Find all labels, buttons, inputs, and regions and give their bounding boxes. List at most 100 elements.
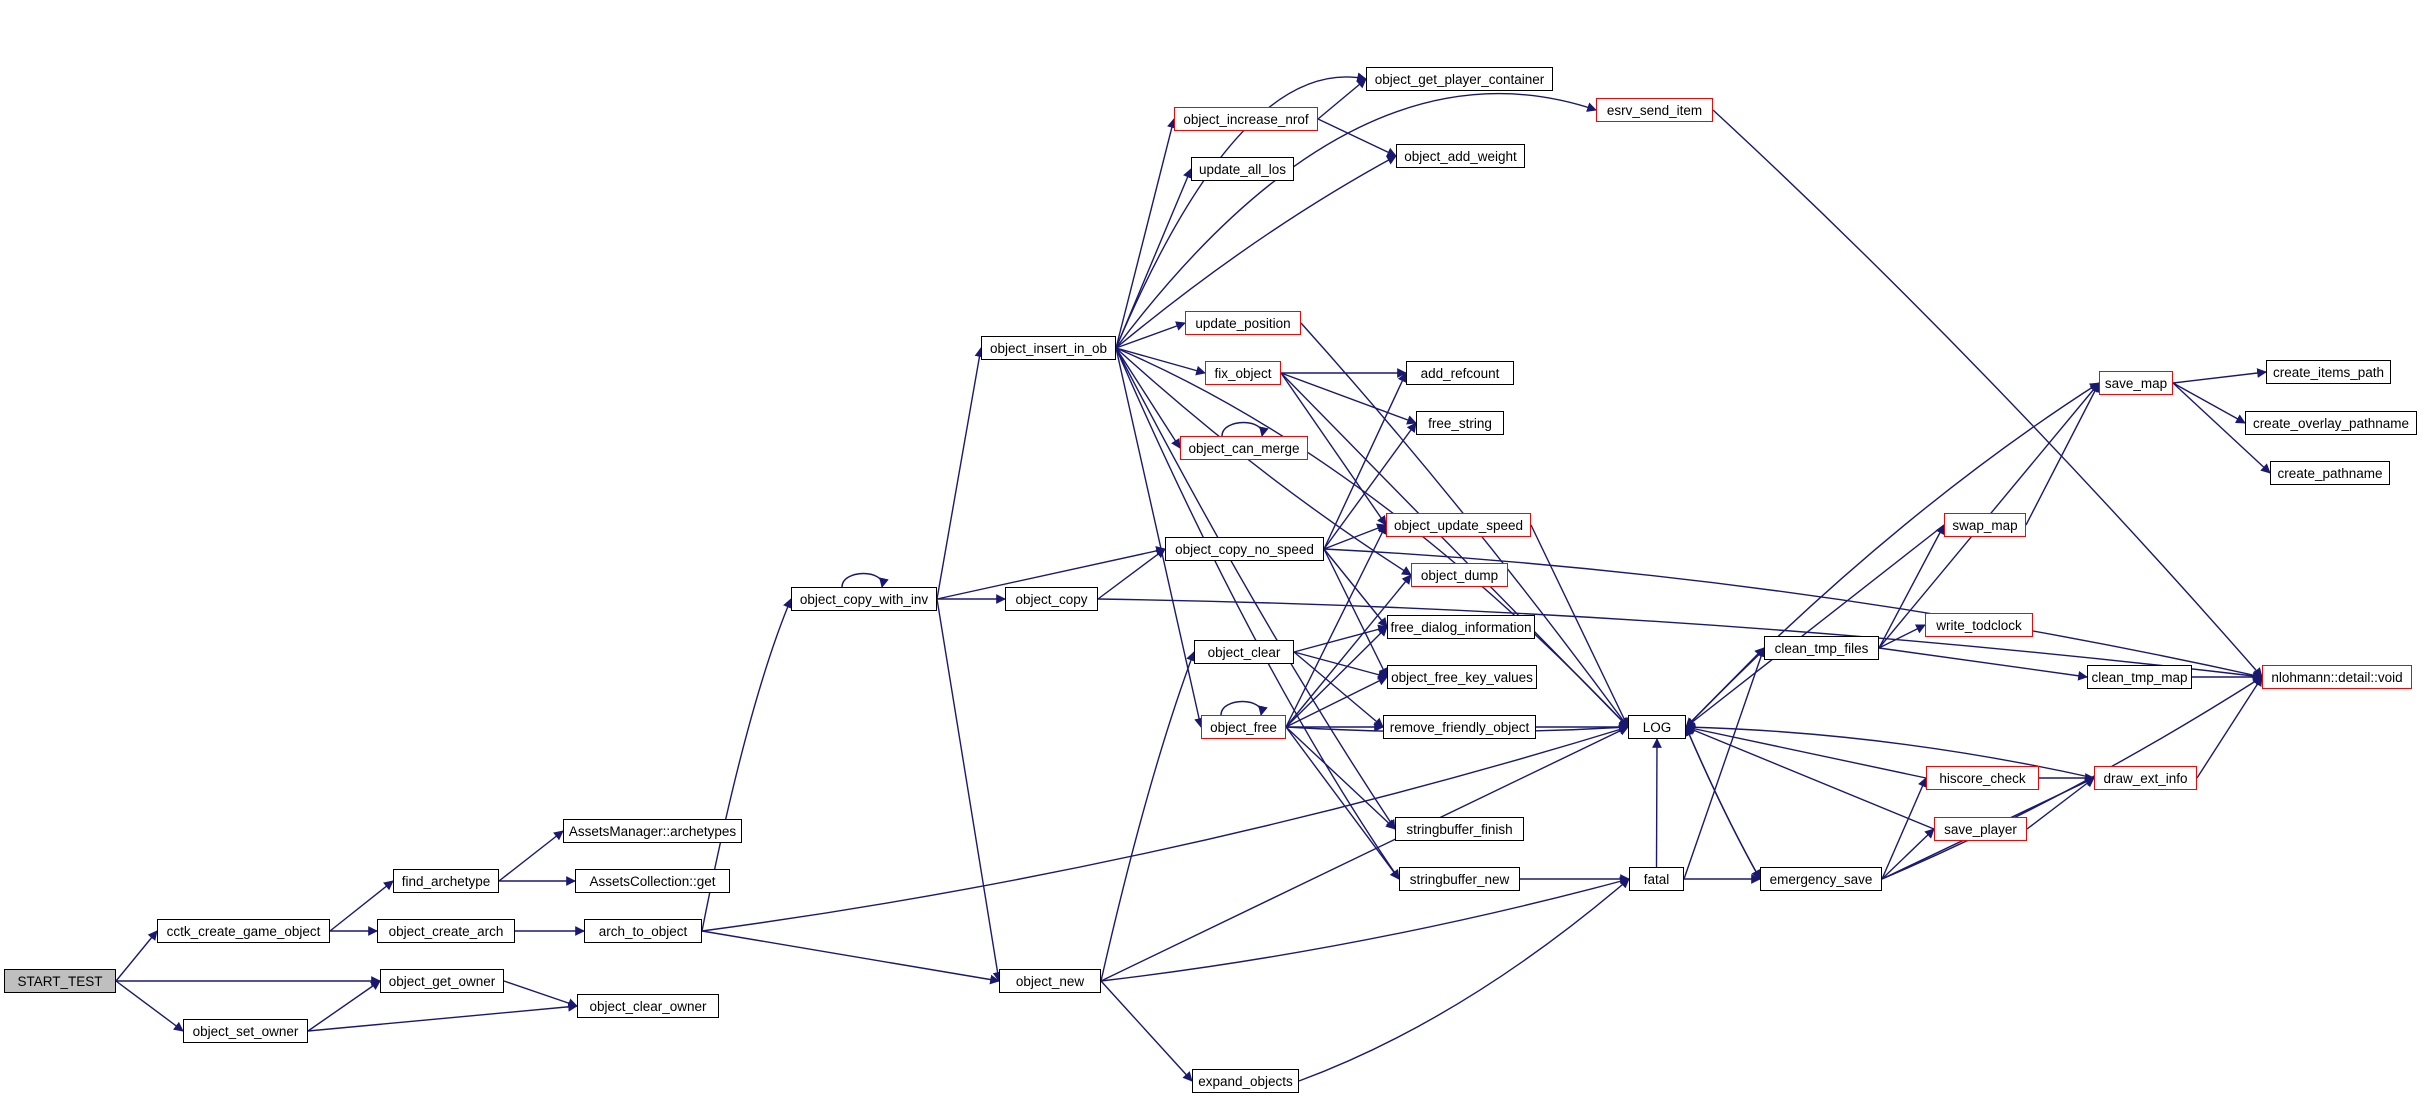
edge-object_copy_with_inv-to-object_insert_in_ob bbox=[936, 347, 985, 600]
node-free-dialog-information[interactable]: free_dialog_information bbox=[1387, 615, 1535, 639]
node-object-set-owner[interactable]: object_set_owner bbox=[183, 1019, 308, 1043]
edge-object_insert_in_ob-to-update_position bbox=[1115, 321, 1186, 349]
edge-object_insert_in_ob-to-object_can_merge bbox=[1115, 347, 1181, 449]
node-expand-objects[interactable]: expand_objects bbox=[1192, 1069, 1299, 1093]
node-assetscollection-get[interactable]: AssetsCollection::get bbox=[575, 869, 730, 893]
node-object-copy-no-speed[interactable]: object_copy_no_speed bbox=[1165, 537, 1324, 561]
edge-emergency_save-to-log bbox=[1684, 726, 1761, 880]
edge-object_free-to-stringbuffer_new bbox=[1285, 726, 1400, 880]
edge-object_can_merge-self-loop bbox=[1221, 421, 1269, 437]
node-object-dump[interactable]: object_dump bbox=[1411, 563, 1508, 587]
edge-object_free-to-object_dump bbox=[1285, 574, 1412, 728]
edge-object_insert_in_ob-to-fix_object bbox=[1115, 347, 1206, 376]
node-object-new[interactable]: object_new bbox=[999, 969, 1101, 993]
node-assetsmanager-archetypes[interactable]: AssetsManager::archetypes bbox=[563, 819, 742, 843]
node-object-add-weight[interactable]: object_add_weight bbox=[1396, 144, 1525, 168]
edge-object_increase_nrof-to-object_add_weight bbox=[1317, 118, 1397, 157]
edge-object_copy_with_inv-to-object_new bbox=[936, 598, 1003, 982]
node-object-update-speed[interactable]: object_update_speed bbox=[1386, 513, 1531, 537]
edge-esrv_send_item-to-nlohmann_detail_void bbox=[1712, 109, 2263, 678]
node-create-pathname[interactable]: create_pathname bbox=[2270, 461, 2390, 485]
edge-object_insert_in_ob-to-update_all_los bbox=[1115, 168, 1193, 349]
node-update-all-los[interactable]: update_all_los bbox=[1191, 157, 1294, 181]
edge-cctk_create_game_object-to-find_archetype bbox=[329, 880, 394, 932]
edge-object_insert_in_ob-to-esrv_send_item bbox=[1115, 92, 1597, 349]
node-object-can-merge[interactable]: object_can_merge bbox=[1180, 436, 1308, 460]
edge-object_free-to-free_dialog_information bbox=[1285, 626, 1388, 728]
node-draw-ext-info[interactable]: draw_ext_info bbox=[2094, 766, 2197, 790]
node-cctk-create-game-object[interactable]: cctk_create_game_object bbox=[157, 919, 330, 943]
node-esrv-send-item[interactable]: esrv_send_item bbox=[1596, 98, 1713, 122]
edge-log-to-save_map bbox=[1685, 382, 2100, 728]
node-object-free-key-values[interactable]: object_free_key_values bbox=[1387, 665, 1537, 689]
node-stringbuffer-new[interactable]: stringbuffer_new bbox=[1399, 867, 1520, 891]
edge-object_new-to-fatal bbox=[1100, 876, 1630, 982]
edge-clean_tmp_files-to-write_todclock bbox=[1878, 624, 1926, 649]
edge-object_insert_in_ob-to-object_add_weight bbox=[1115, 155, 1397, 349]
edge-save_player-to-log bbox=[1685, 725, 1935, 830]
edge-find_archetype-to-assetsmanager_archetypes bbox=[498, 830, 564, 882]
edge-fix_object-to-free_string bbox=[1280, 372, 1417, 425]
node-find-archetype[interactable]: find_archetype bbox=[393, 869, 499, 893]
node-create-overlay-pathname[interactable]: create_overlay_pathname bbox=[2245, 411, 2417, 435]
node-log[interactable]: LOG bbox=[1628, 715, 1686, 739]
node-object-create-arch[interactable]: object_create_arch bbox=[377, 919, 515, 943]
edge-object_insert_in_ob-to-stringbuffer_finish bbox=[1115, 347, 1396, 830]
edge-object_copy_with_inv-to-object_copy_no_speed bbox=[936, 546, 1166, 600]
node-object-copy[interactable]: object_copy bbox=[1005, 587, 1098, 611]
edge-expand_objects-to-fatal bbox=[1298, 878, 1630, 1082]
edge-object_get_owner-to-object_clear_owner bbox=[503, 980, 578, 1008]
node-write-todclock[interactable]: write_todclock bbox=[1925, 613, 2033, 637]
edge-object_new-to-log bbox=[1100, 726, 1629, 982]
edge-object_insert_in_ob-to-object_free bbox=[1115, 347, 1204, 728]
node-object-clear-owner[interactable]: object_clear_owner bbox=[577, 994, 719, 1018]
edge-swap_map-to-log bbox=[1685, 524, 1945, 728]
node-clean-tmp-map[interactable]: clean_tmp_map bbox=[2087, 665, 2192, 689]
edge-object_copy_no_speed-to-free_string bbox=[1323, 422, 1417, 550]
edge-save_map-to-create_overlay_pathname bbox=[2172, 382, 2246, 424]
node-clean-tmp-files[interactable]: clean_tmp_files bbox=[1764, 636, 1879, 660]
node-hiscore-check[interactable]: hiscore_check bbox=[1926, 766, 2039, 790]
edge-object_copy_no_speed-to-object_free_key_values bbox=[1323, 548, 1388, 678]
node-update-position[interactable]: update_position bbox=[1185, 311, 1301, 335]
edge-emergency_save-to-save_player bbox=[1881, 828, 1935, 880]
node-nlohmann-detail-void[interactable]: nlohmann::detail::void bbox=[2262, 665, 2412, 689]
node-object-increase-nrof[interactable]: object_increase_nrof bbox=[1174, 107, 1318, 131]
edge-object_increase_nrof-to-object_get_player_container bbox=[1317, 78, 1367, 120]
edge-save_player-to-draw_ext_info bbox=[2026, 777, 2095, 830]
edge-arch_to_object-to-log bbox=[701, 724, 1629, 932]
edge-object_free-to-object_free_key_values bbox=[1285, 676, 1388, 728]
node-swap-map[interactable]: swap_map bbox=[1944, 513, 2026, 537]
edge-fix_object-to-object_update_speed bbox=[1280, 372, 1387, 526]
node-stringbuffer-finish[interactable]: stringbuffer_finish bbox=[1395, 817, 1524, 841]
node-create-items-path[interactable]: create_items_path bbox=[2266, 360, 2391, 384]
node-object-get-player-container[interactable]: object_get_player_container bbox=[1366, 67, 1553, 91]
node-object-clear[interactable]: object_clear bbox=[1194, 640, 1294, 664]
edge-object_free-to-object_update_speed bbox=[1285, 524, 1387, 728]
node-start-test[interactable]: START_TEST bbox=[4, 969, 116, 993]
edge-emergency_save-to-hiscore_check bbox=[1881, 777, 1927, 880]
node-object-copy-with-inv[interactable]: object_copy_with_inv bbox=[791, 587, 937, 611]
node-object-free[interactable]: object_free bbox=[1201, 715, 1286, 739]
edge-object_update_speed-to-log bbox=[1530, 524, 1629, 728]
node-save-map[interactable]: save_map bbox=[2099, 371, 2173, 395]
node-remove-friendly-object[interactable]: remove_friendly_object bbox=[1383, 715, 1536, 739]
edge-save_map-to-create_items_path bbox=[2172, 368, 2267, 384]
edge-start_test-to-object_set_owner bbox=[115, 980, 184, 1032]
edge-object_copy-to-nlohmann_detail_void bbox=[1097, 598, 2263, 681]
node-fatal[interactable]: fatal bbox=[1629, 867, 1684, 891]
edge-object_set_owner-to-object_get_owner bbox=[307, 980, 381, 1032]
node-add-refcount[interactable]: add_refcount bbox=[1406, 361, 1514, 385]
edge-emergency_save-to-nlohmann_detail_void bbox=[1881, 676, 2263, 880]
edge-clean_tmp_files-to-swap_map bbox=[1878, 524, 1945, 649]
node-emergency-save[interactable]: emergency_save bbox=[1760, 867, 1882, 891]
node-object-insert-in-ob[interactable]: object_insert_in_ob bbox=[981, 336, 1116, 360]
node-free-string[interactable]: free_string bbox=[1416, 411, 1504, 435]
node-fix-object[interactable]: fix_object bbox=[1205, 361, 1281, 385]
edge-fatal-to-log bbox=[1652, 738, 1662, 868]
node-save-player[interactable]: save_player bbox=[1934, 817, 2027, 841]
node-arch-to-object[interactable]: arch_to_object bbox=[584, 919, 702, 943]
node-object-get-owner[interactable]: object_get_owner bbox=[380, 969, 504, 993]
edge-swap_map-to-save_map bbox=[2025, 382, 2100, 526]
